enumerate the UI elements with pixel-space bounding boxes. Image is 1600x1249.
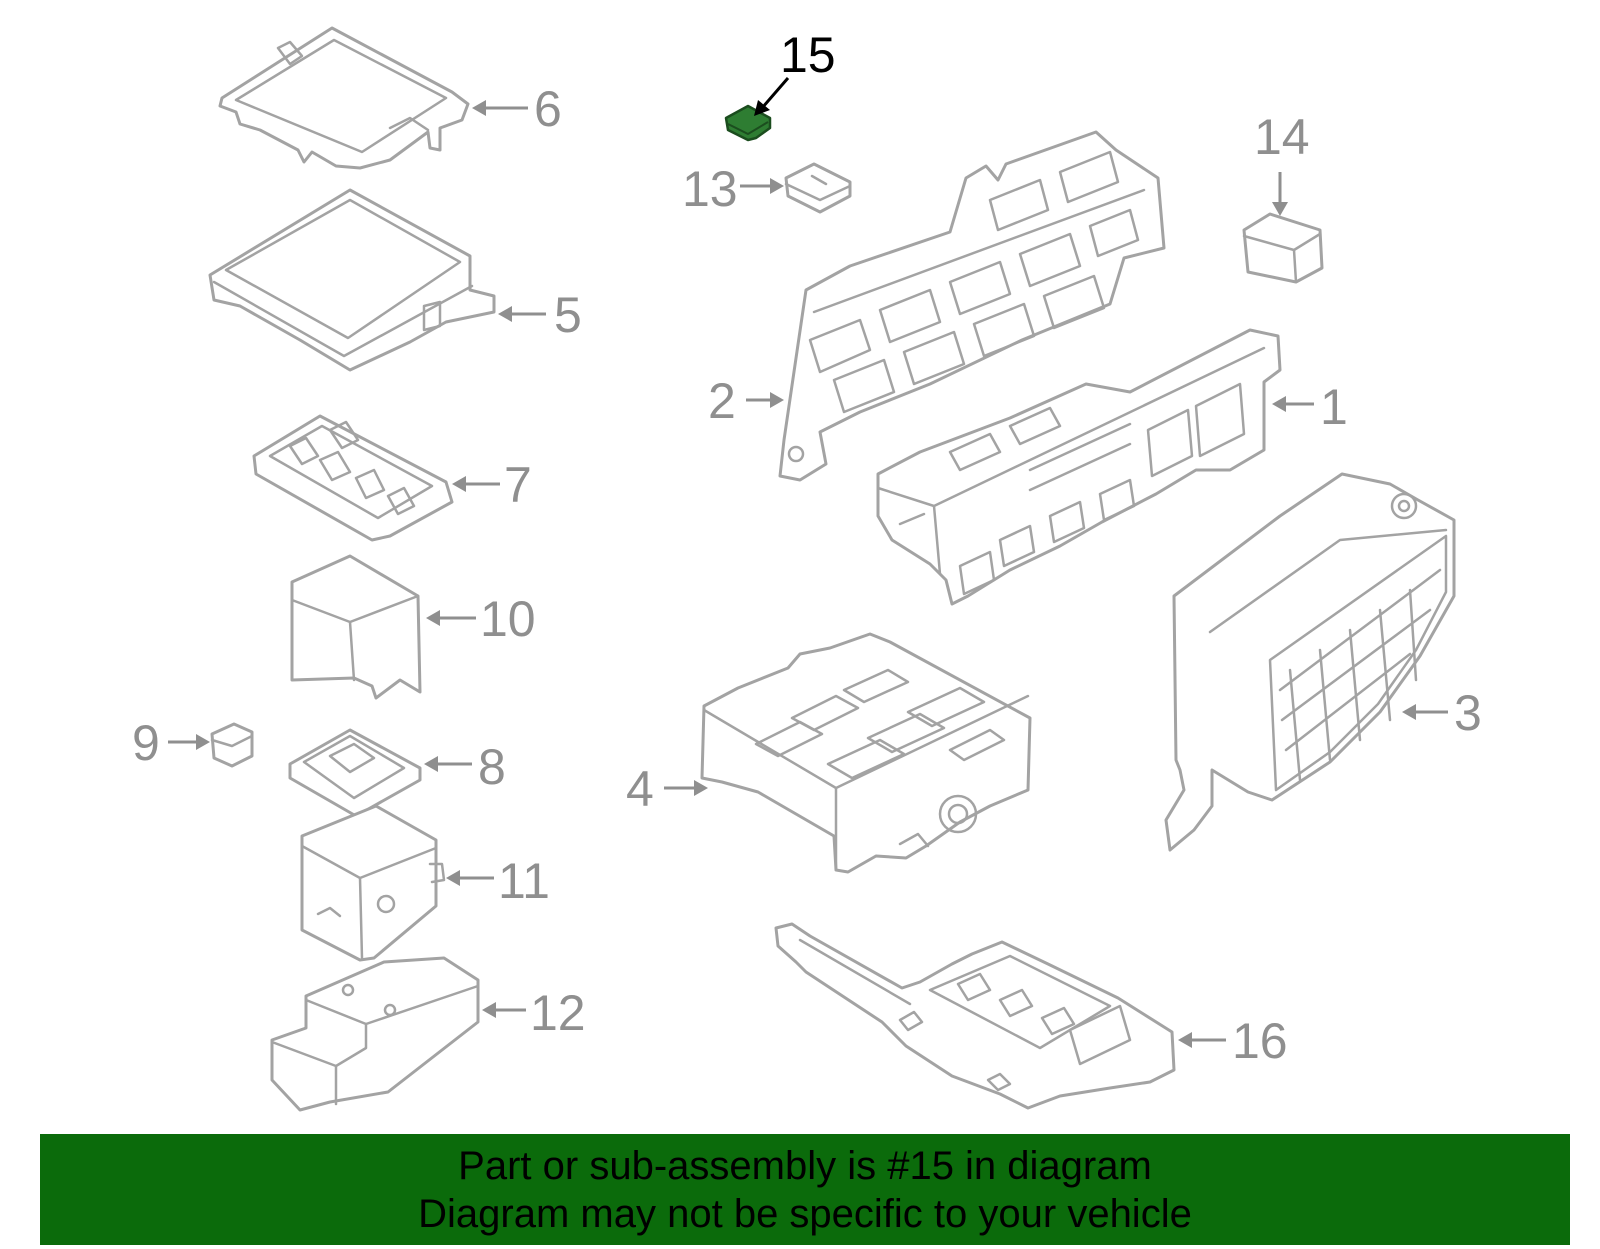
- callout-arrows: [168, 77, 1448, 1048]
- part-1-fuse-block[interactable]: [876, 328, 1282, 606]
- arrow-11: [446, 870, 494, 886]
- arrow-5: [498, 306, 546, 322]
- arrow-14: [1272, 172, 1288, 216]
- callout-label-15[interactable]: 15: [780, 27, 836, 83]
- part-10-relay[interactable]: [290, 554, 422, 700]
- part-8-holder[interactable]: [288, 728, 422, 818]
- callout-label-14[interactable]: 14: [1254, 109, 1310, 165]
- callout-label-1[interactable]: 1: [1320, 379, 1348, 435]
- part-16-carrier[interactable]: [774, 922, 1176, 1110]
- part-3-fuse-box-cover[interactable]: [1164, 472, 1456, 852]
- part-15-clip[interactable]: [724, 104, 772, 142]
- arrow-9: [168, 734, 210, 750]
- arrow-2: [746, 392, 784, 408]
- arrow-15: [754, 77, 790, 116]
- callout-label-8[interactable]: 8: [478, 739, 506, 795]
- arrow-8: [424, 756, 472, 772]
- callout-label-9[interactable]: 9: [132, 715, 160, 771]
- arrow-13: [740, 178, 784, 194]
- callout-label-10[interactable]: 10: [480, 591, 536, 647]
- info-banner: Part or sub-assembly is #15 in diagram D…: [40, 1134, 1570, 1245]
- arrow-4: [664, 780, 708, 796]
- part-9-small-relay[interactable]: [210, 722, 254, 768]
- callout-label-3[interactable]: 3: [1454, 685, 1482, 741]
- banner-line-2: Diagram may not be specific to your vehi…: [418, 1191, 1192, 1236]
- callout-label-12[interactable]: 12: [530, 985, 586, 1041]
- arrow-7: [452, 476, 500, 492]
- callout-label-7[interactable]: 7: [504, 457, 532, 513]
- arrow-12: [482, 1002, 526, 1018]
- arrow-16: [1178, 1032, 1226, 1048]
- arrow-3: [1402, 704, 1448, 720]
- part-2-fuse-board[interactable]: [778, 130, 1166, 482]
- arrow-10: [426, 610, 476, 626]
- callout-label-4[interactable]: 4: [626, 761, 654, 817]
- part-14-relay-cube[interactable]: [1242, 212, 1324, 284]
- banner-line-1: Part or sub-assembly is #15 in diagram: [458, 1143, 1152, 1188]
- arrow-6: [472, 100, 528, 116]
- callout-label-6[interactable]: 6: [534, 81, 562, 137]
- callout-label-11[interactable]: 11: [498, 853, 550, 909]
- part-11-relay-box[interactable]: [300, 804, 446, 962]
- part-4-control-module[interactable]: [700, 632, 1032, 874]
- callout-labels: 6 5 7 10 9 8 11 12 13 14 15 2 1 3 4 16: [132, 27, 1482, 1069]
- part-12-module[interactable]: [270, 956, 480, 1112]
- callout-label-16[interactable]: 16: [1232, 1013, 1288, 1069]
- part-5-cover[interactable]: [208, 188, 496, 372]
- callout-label-2[interactable]: 2: [708, 373, 736, 429]
- part-13-fuse[interactable]: [784, 162, 852, 214]
- part-6-cover[interactable]: [218, 26, 470, 170]
- callout-label-5[interactable]: 5: [554, 287, 582, 343]
- arrow-1: [1272, 396, 1314, 412]
- callout-label-13[interactable]: 13: [682, 161, 738, 217]
- part-7-relay-plate[interactable]: [252, 414, 454, 542]
